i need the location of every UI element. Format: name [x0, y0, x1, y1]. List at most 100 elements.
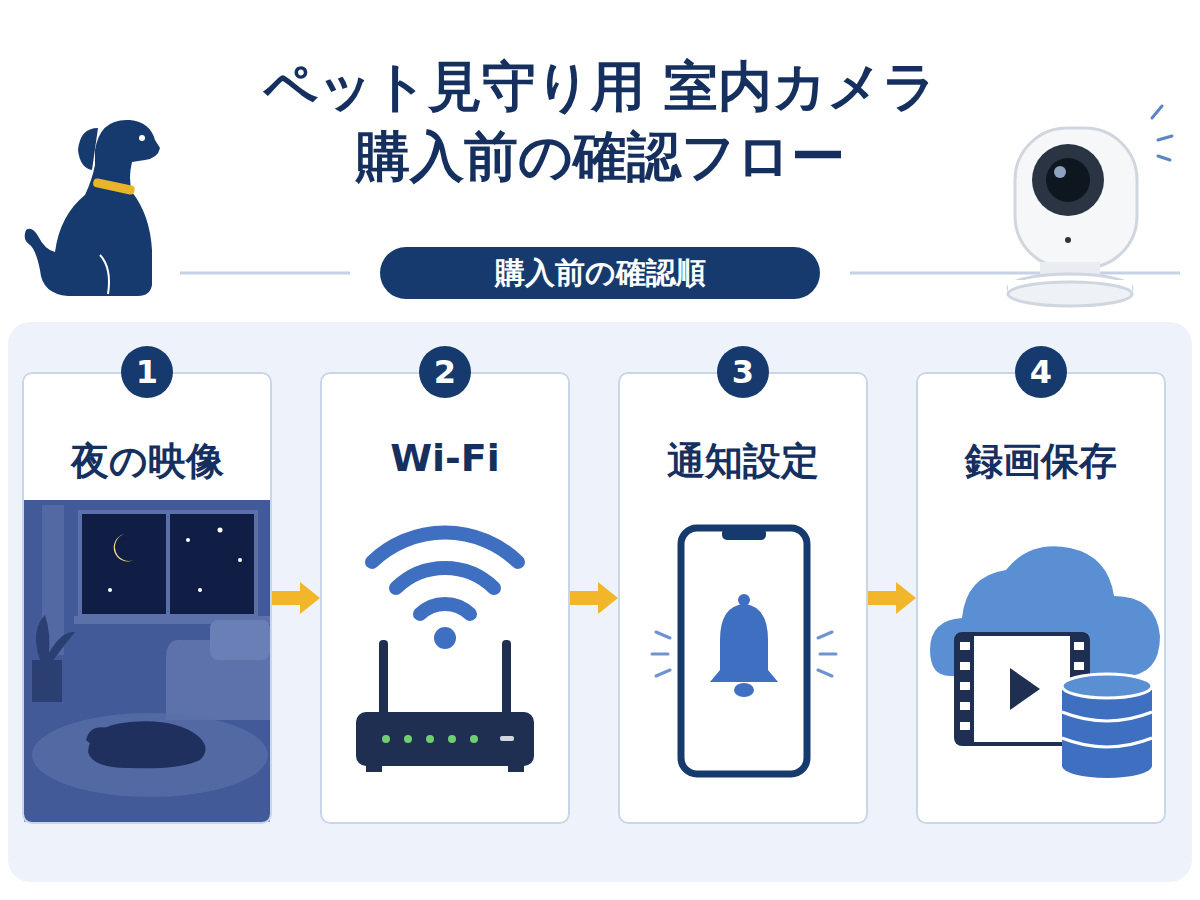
night-room-illustration-part	[218, 528, 223, 533]
divider-line	[850, 272, 1180, 275]
storage-illustration-part	[1074, 642, 1084, 650]
dog-illustration-part	[78, 128, 98, 170]
flow-arrow	[272, 582, 320, 614]
camera-illustration-part	[1046, 158, 1090, 202]
card-ground	[320, 372, 570, 824]
arrow-shaft	[272, 591, 300, 605]
step-card: Wi-Fi2	[320, 372, 570, 824]
storage-illustration-part	[956, 634, 974, 744]
storage-illustration-part	[960, 642, 970, 650]
phone-illustration-part	[656, 670, 670, 676]
router-illustration-part	[396, 568, 494, 588]
router-illustration-part	[382, 735, 390, 743]
card-ground	[618, 372, 868, 824]
storage-illustration-part	[1010, 668, 1040, 710]
flow-arrow	[868, 582, 916, 614]
step-heading: 録画保存	[918, 436, 1164, 487]
divider-line	[180, 272, 350, 275]
flow-arrow	[570, 582, 618, 614]
storage-illustration-part	[960, 702, 970, 710]
card-ground	[22, 372, 272, 824]
night-room-illustration-part	[166, 512, 170, 616]
arrow-head	[300, 582, 320, 614]
phone-illustration-part	[734, 683, 754, 697]
section-pill: 購入前の確認順	[380, 247, 820, 299]
phone-illustration-part	[738, 594, 750, 606]
storage-illustration-part	[1062, 674, 1152, 698]
step-number: 1	[121, 346, 173, 398]
router-illustration-part	[508, 766, 524, 772]
storage-illustration-part	[1062, 712, 1152, 747]
night-room-illustration-part	[24, 500, 270, 822]
night-room-illustration-part	[238, 558, 242, 562]
panel	[8, 322, 1192, 882]
dog-illustration-part	[25, 120, 160, 296]
night-room-illustration-part	[186, 538, 190, 542]
camera-illustration-part	[1158, 136, 1172, 140]
step-heading: 夜の映像	[24, 436, 270, 487]
storage-illustration	[930, 546, 1160, 778]
router-illustration-part	[500, 736, 514, 741]
phone-illustration	[652, 528, 836, 774]
router-illustration-part	[502, 640, 511, 720]
camera-illustration	[1008, 106, 1172, 306]
router-illustration-part	[470, 735, 478, 743]
phone-illustration-part	[820, 653, 836, 656]
step-heading: 通知設定	[620, 436, 866, 487]
router-illustration-part	[372, 532, 518, 562]
step-card: 録画保存4	[916, 372, 1166, 824]
phone-illustration-part	[818, 670, 832, 676]
router-illustration-part	[426, 735, 434, 743]
storage-illustration-part	[1062, 754, 1152, 778]
router-illustration-part	[356, 712, 534, 766]
step-number-text: 1	[136, 353, 158, 391]
router-illustration-part	[420, 604, 470, 614]
camera-illustration-part	[1065, 237, 1071, 243]
step-card: 夜の映像1	[22, 372, 272, 824]
card-ground	[916, 372, 1166, 824]
step-number-text: 4	[1030, 353, 1052, 391]
storage-illustration-part	[960, 682, 970, 690]
step-number: 3	[717, 346, 769, 398]
step-card: 通知設定3	[618, 372, 868, 824]
night-room-illustration-part	[32, 713, 268, 797]
phone-illustration-part	[818, 632, 832, 638]
phone-illustration-part	[656, 632, 670, 638]
storage-illustration-part	[1074, 662, 1084, 670]
camera-illustration-part	[1015, 128, 1137, 268]
step-heading: Wi-Fi	[322, 436, 568, 480]
router-illustration-part	[434, 627, 456, 649]
camera-illustration-part	[1152, 106, 1162, 118]
router-illustration	[356, 532, 534, 772]
dog-illustration	[25, 120, 160, 296]
night-room-illustration-part	[198, 588, 202, 592]
router-illustration-part	[404, 735, 412, 743]
step-number-text: 3	[732, 353, 754, 391]
step-number: 2	[419, 346, 471, 398]
storage-illustration-part	[960, 722, 970, 730]
arrow-head	[598, 582, 618, 614]
arrow-head	[896, 582, 916, 614]
night-room-illustration-part	[108, 588, 112, 592]
camera-illustration-part	[1054, 166, 1066, 178]
camera-illustration-part	[1158, 156, 1170, 160]
night-room-illustration-part	[24, 500, 270, 822]
router-illustration-part	[366, 766, 382, 772]
dog-illustration-part	[100, 255, 109, 294]
phone-illustration-part	[722, 528, 766, 540]
phone-illustration-part	[652, 653, 668, 656]
step-number-text: 2	[434, 353, 456, 391]
camera-illustration-part	[1032, 144, 1104, 216]
dog-illustration-part	[92, 178, 135, 196]
pill-label: 購入前の確認順	[495, 253, 706, 294]
storage-illustration-part	[960, 662, 970, 670]
night-room-illustration-part	[114, 534, 134, 562]
phone-illustration-part	[681, 528, 807, 774]
night-room-illustration-part	[80, 512, 256, 616]
camera-illustration-part	[1008, 282, 1132, 306]
dog-illustration-part	[139, 135, 145, 141]
router-illustration-part	[379, 640, 388, 720]
diagram-title: ペット見守り用 室内カメラ 購入前の確認フロー	[220, 52, 980, 192]
